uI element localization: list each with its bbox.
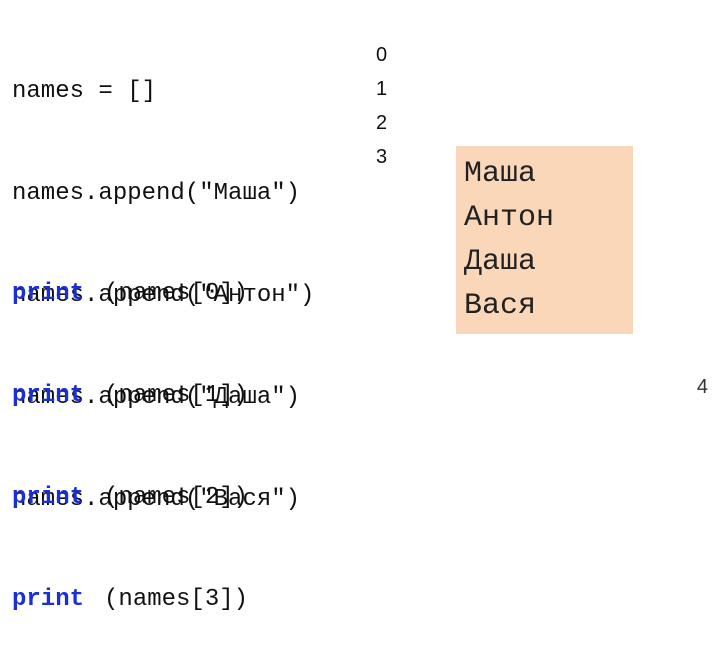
output-line-2: Даша: [464, 245, 537, 279]
output-line-0: Маша: [464, 157, 537, 191]
print-keyword: print: [12, 586, 85, 613]
index-label-1: 1: [376, 78, 388, 100]
print-arg-index: 3: [204, 586, 220, 613]
index-label-2: 2: [376, 112, 388, 134]
print-arg-suffix: ]): [219, 484, 249, 511]
print-arg-index: 0: [204, 280, 220, 307]
print-arg-suffix: ]): [219, 586, 249, 613]
code-line-print-2: print (names[2]): [12, 481, 248, 515]
print-arg-prefix: (names[: [104, 484, 205, 511]
print-keyword: print: [12, 484, 85, 511]
output-line-3: Вася: [464, 289, 537, 323]
index-label-3: 3: [376, 146, 388, 168]
index-label-0: 0: [376, 44, 388, 66]
code-line-init: names = []: [12, 78, 157, 105]
code-line-append-1: names.append("Антон"): [12, 282, 315, 309]
print-keyword: print: [12, 280, 85, 307]
code-line-print-0: print (names[0]): [12, 277, 248, 311]
code-line-print-3: print (names[3]): [12, 583, 248, 617]
print-arg-index: 1: [204, 382, 220, 409]
code-line-print-1: print(names[1]): [12, 379, 248, 413]
code-line-append-0: names.append("Маша"): [12, 180, 301, 207]
output-line-1: Антон: [464, 201, 555, 235]
print-arg-prefix: (names[: [104, 280, 205, 307]
code-block-prints: print(names[0]) print(names[1]) print(na…: [12, 209, 248, 651]
print-arg-suffix: ]): [219, 280, 249, 307]
page-number: 4: [696, 376, 708, 398]
output-panel: Маша Антон Даша Вася: [456, 146, 633, 334]
print-arg-prefix: (names[: [104, 586, 205, 613]
print-arg-index: 2: [204, 484, 220, 511]
